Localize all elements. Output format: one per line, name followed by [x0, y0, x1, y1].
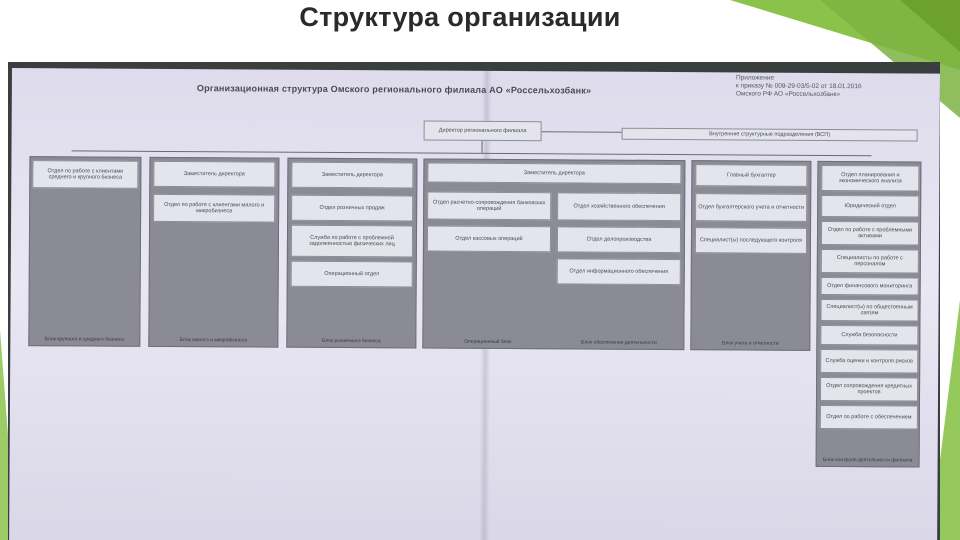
control-department-box: Отдел сопровождения кредитных проектов: [820, 377, 918, 402]
department-box: Отдел розничных продаж: [291, 195, 413, 222]
column-footer-label: Блок контроля деятельности филиала: [817, 457, 919, 464]
column-small-business: Заместитель директора Отдел по работе с …: [148, 157, 279, 348]
control-department-box: Отдел планирования и экономического анал…: [821, 165, 919, 192]
org-chart-document: Организационная структура Омского регион…: [9, 68, 940, 540]
column-control: Отдел планирования и экономического анал…: [816, 161, 922, 468]
control-department-box: Служба оценки и контроля рисков: [820, 349, 918, 374]
column-footer-label: Блок розничного бизнеса: [287, 338, 415, 345]
department-box: Отдел делопроизводства: [557, 226, 681, 253]
control-department-box: Отдел по работе с обеспечением: [820, 405, 918, 430]
department-box: Отдел хозяйственного обеспечения: [557, 192, 681, 221]
column-footer-label: Блок крупного и среднего бизнеса: [29, 336, 139, 343]
control-department-box: Отдел по работе с проблемными активами: [821, 221, 919, 246]
internal-units-box: Внутренние структурные подразделения (ВС…: [622, 128, 918, 142]
org-chart-photo: Организационная структура Омского регион…: [8, 62, 940, 540]
column-head: Заместитель директора: [291, 162, 413, 189]
department-box: Отдел расчетно-сопровождения банковских …: [427, 192, 551, 221]
document-title: Организационная структура Омского регион…: [197, 83, 591, 95]
appendix-line: Омского РФ АО «Россельхозбанк»: [736, 90, 906, 99]
control-department-box: Специалист(ы) по общественным связям: [820, 299, 918, 322]
column-accounting: Главный бухгалтер Отдел бухгалтерского у…: [690, 160, 811, 351]
department-box: Отдел бухгалтерского учета и отчетности: [695, 193, 807, 222]
department-box: Служба по работе с проблемной задолженно…: [291, 225, 413, 258]
column-operations: Заместитель директора Отдел расчетно-соп…: [422, 159, 685, 351]
department-box: Отдел по работе с клиентами малого и мик…: [153, 194, 275, 223]
column-footer-label: Блок обеспечения деятельности: [554, 339, 683, 346]
department-box: Отдел информационного обеспечения: [557, 258, 681, 285]
connector-director-vsp: [542, 131, 622, 132]
column-corporate-business: Отдел по работе с клиентами среднего и к…: [28, 156, 141, 347]
column-retail-business: Заместитель директора Отдел розничных пр…: [286, 158, 417, 349]
department-box: Операционный отдел: [291, 261, 413, 288]
column-footer-label: Блок малого и микробизнеса: [149, 337, 277, 344]
control-department-box: Служба безопасности: [820, 325, 918, 346]
control-department-box: Специалисты по работе с персоналом: [821, 249, 919, 274]
document-appendix-note: Приложение к приказу № 009-29-03/5-02 от…: [736, 74, 906, 99]
column-head: Заместитель директора: [427, 163, 681, 185]
department-box: Специалист(ы) последующего контроля: [695, 227, 807, 254]
connector-horizontal-bus: [71, 150, 871, 156]
control-department-box: Юридический отдел: [821, 195, 919, 218]
column-footer-label: Блок учета и отчетности: [691, 340, 809, 347]
control-department-box: Отдел финансового мониторинга: [821, 277, 919, 296]
column-footer-label: Операционный блок: [423, 339, 552, 346]
connector-director-down: [481, 141, 482, 153]
column-head: Отдел по работе с клиентами среднего и к…: [32, 160, 138, 189]
column-head: Заместитель директора: [153, 161, 275, 188]
column-head: Главный бухгалтер: [695, 164, 807, 187]
director-box: Директор регионального филиала: [424, 121, 542, 142]
department-box: Отдел кассовых операций: [427, 226, 551, 253]
